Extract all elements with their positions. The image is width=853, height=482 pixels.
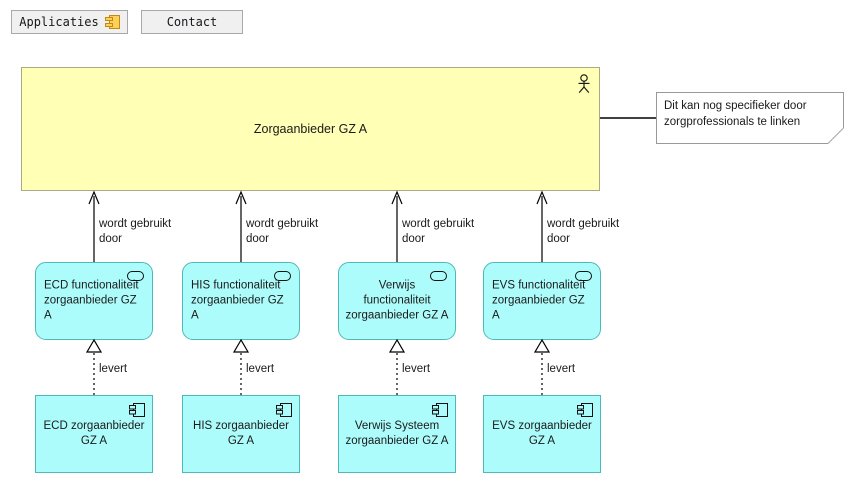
application-service-icon [127, 271, 144, 281]
realization-label-ecd: levert [99, 363, 128, 375]
application-component-icon [577, 403, 593, 417]
application-component-his-label: HIS zorgaanbieder GZ A [193, 420, 289, 447]
application-component-ecd[interactable]: ECD zorgaanbieder GZ A [35, 395, 153, 473]
realization-label-verwijs: levert [402, 363, 431, 375]
application-component-his[interactable]: HIS zorgaanbieder GZ A [182, 395, 300, 473]
note-shape [656, 92, 844, 144]
business-actor-zorgaanbieder-gz-a[interactable]: Zorgaanbieder GZ A [21, 67, 600, 191]
application-service-ecd-label: ECD functionaliteit zorgaanbieder GZ A [44, 279, 139, 322]
application-component-verwijs[interactable]: Verwijs Systeem zorgaanbieder GZ A [338, 395, 456, 473]
realization-label-his: levert [246, 363, 275, 375]
tab-contact-label: Contact [166, 15, 218, 29]
application-component-verwijs-label: Verwijs Systeem zorgaanbieder GZ A [345, 420, 449, 447]
application-component-icon [276, 403, 292, 417]
application-service-verwijs[interactable]: Verwijs functionaliteit zorgaanbieder GZ… [338, 262, 456, 340]
tab-applicaties[interactable]: Applicaties [11, 10, 128, 34]
serving-label-verwijs: wordt gebruikt door [402, 218, 475, 245]
application-service-his[interactable]: HIS functionaliteit zorgaanbieder GZ A [182, 262, 300, 340]
application-component-icon [432, 403, 448, 417]
application-service-icon [430, 271, 447, 281]
application-service-verwijs-label: Verwijs functionaliteit zorgaanbieder GZ… [345, 279, 449, 322]
application-component-evs[interactable]: EVS zorgaanbieder GZ A [483, 395, 601, 473]
serving-label-his: wordt gebruikt door [246, 218, 319, 245]
serving-label-evs: wordt gebruikt door [547, 218, 620, 245]
application-service-icon [575, 271, 592, 281]
annotation-note[interactable]: Dit kan nog specifieker door zorgprofess… [656, 92, 844, 144]
business-actor-label: Zorgaanbieder GZ A [253, 122, 368, 136]
application-service-evs-label: EVS functionaliteit zorgaanbieder GZ A [492, 279, 586, 322]
tab-contact[interactable]: Contact [141, 10, 243, 34]
application-service-his-label: HIS functionaliteit zorgaanbieder GZ A [191, 279, 284, 322]
application-component-icon [104, 15, 120, 29]
business-actor-stick-figure-icon [578, 74, 590, 93]
application-service-ecd[interactable]: ECD functionaliteit zorgaanbieder GZ A [35, 262, 153, 340]
toolbar: Applicaties Contact [0, 0, 853, 46]
application-component-icon [129, 403, 145, 417]
note-text: Dit kan nog specifieker door zorgprofess… [664, 100, 807, 128]
application-service-evs[interactable]: EVS functionaliteit zorgaanbieder GZ A [483, 262, 601, 340]
application-component-evs-label: EVS zorgaanbieder GZ A [492, 420, 592, 447]
application-service-icon [274, 271, 291, 281]
tab-applicaties-label: Applicaties [19, 15, 99, 29]
application-component-ecd-label: ECD zorgaanbieder GZ A [43, 420, 145, 447]
serving-label-ecd: wordt gebruikt door [99, 218, 172, 245]
realization-label-evs: levert [547, 363, 576, 375]
